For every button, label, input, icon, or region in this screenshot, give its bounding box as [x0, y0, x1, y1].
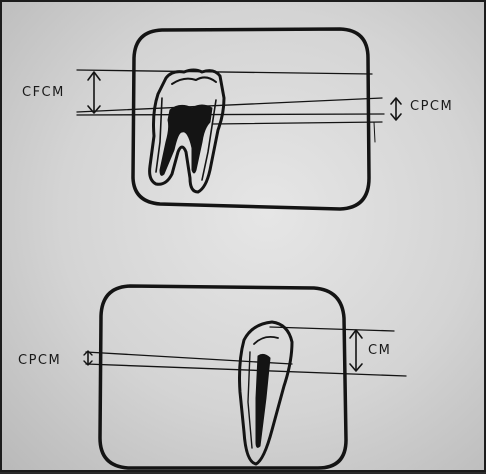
- top-radiograph: CFCM CPCM: [22, 29, 453, 209]
- top-line-3: [77, 114, 384, 115]
- bottom-label-cpcm: CPCM: [18, 353, 61, 368]
- bottom-line-3: [86, 364, 406, 376]
- bottom-label-cm: CM: [368, 343, 391, 358]
- top-line-4: [212, 122, 382, 124]
- bottom-film-outline: [100, 286, 346, 468]
- cfcm-dimension-arrow: [88, 72, 100, 113]
- cpcm-dimension-arrow-top: [391, 98, 401, 120]
- top-line-2: [77, 98, 382, 112]
- top-line-1: [77, 70, 372, 74]
- top-label-cpcm: CPCM: [410, 99, 453, 114]
- molar-pulp: [160, 105, 212, 175]
- incisor-pulp: [256, 354, 270, 447]
- cpcm-dimension-arrow-bottom: [84, 351, 92, 365]
- top-label-cfcm: CFCM: [22, 85, 65, 100]
- bottom-radiograph: CPCM CM: [18, 286, 406, 468]
- incisor-tooth-drawing: [240, 322, 293, 464]
- cm-dimension-arrow: [350, 330, 362, 371]
- molar-tooth-drawing: [150, 70, 224, 192]
- top-line-tick: [374, 122, 375, 142]
